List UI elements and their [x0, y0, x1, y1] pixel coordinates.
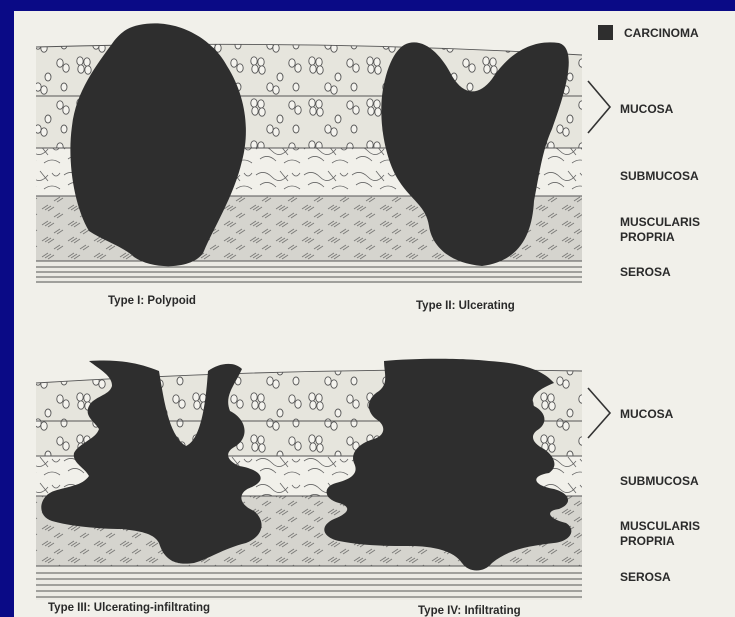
slide: CARCINOMA MUCOSA SUBMUCOSA MUSCULARIS PR… [14, 11, 735, 617]
carcinoma-legend-swatch [598, 25, 613, 40]
muscularis-label-line2: PROPRIA [620, 230, 675, 244]
caption-type4: Type IV: Infiltrating [418, 605, 521, 617]
submucosa-label-bottom: SUBMUCOSA [620, 474, 699, 488]
muscularis-label-bottom-line2: PROPRIA [620, 534, 675, 548]
caption-type1: Type I: Polypoid [108, 295, 196, 307]
caption-type3: Type III: Ulcerating-infiltrating [48, 602, 210, 614]
caption-type2: Type II: Ulcerating [416, 300, 515, 312]
mucosa-label: MUCOSA [620, 102, 674, 116]
submucosa-label: SUBMUCOSA [620, 169, 699, 183]
serosa-label: SEROSA [620, 265, 671, 279]
mucosa-label-bottom: MUCOSA [620, 407, 674, 421]
mucosa-bracket-bottom [588, 388, 610, 438]
top-panel [36, 23, 582, 283]
muscularis-label-line1: MUSCULARIS [620, 215, 700, 229]
muscularis-label-bottom-line1: MUSCULARIS [620, 519, 700, 533]
carcinoma-types-diagram: CARCINOMA MUCOSA SUBMUCOSA MUSCULARIS PR… [14, 11, 735, 617]
serosa-label-bottom: SEROSA [620, 570, 671, 584]
bottom-panel [36, 359, 582, 600]
carcinoma-legend-label: CARCINOMA [624, 26, 699, 40]
mucosa-bracket [588, 81, 610, 133]
